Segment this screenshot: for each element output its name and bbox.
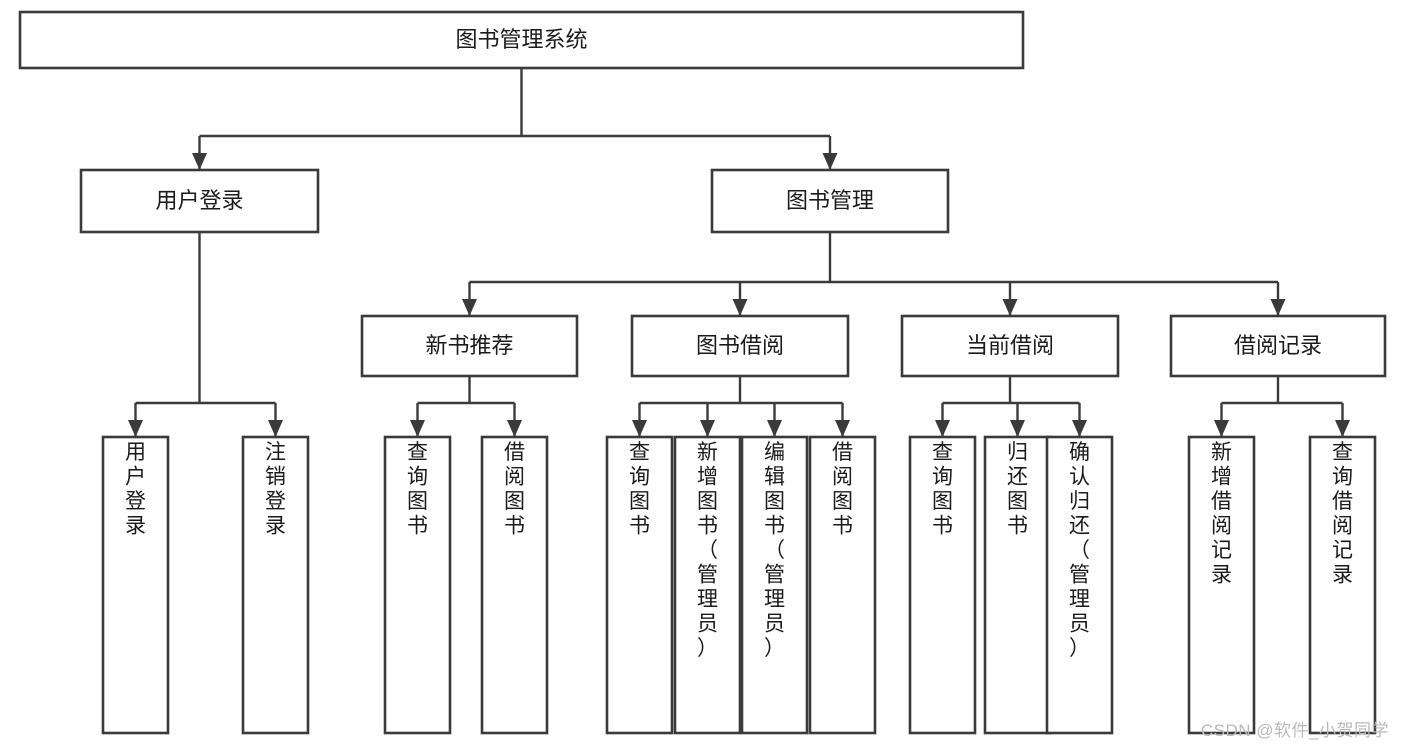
node-borrow-record[interactable]: 借阅记录: [1169, 314, 1387, 378]
arrow-head-icon: [935, 420, 950, 437]
node-leaf-logout[interactable]: 注销登录: [241, 435, 310, 735]
node-box-current-borrow: [900, 314, 1120, 378]
node-box-leaf-query-book-rec: [383, 435, 452, 735]
node-box-leaf-query-book: [605, 435, 674, 735]
node-label-leaf-logout: 注销登录: [265, 441, 286, 538]
arrow-head-icon: [268, 420, 283, 437]
node-leaf-query-book-rec[interactable]: 查询图书: [383, 435, 452, 735]
node-box-leaf-borrow-book: [808, 435, 877, 735]
node-box-leaf-logout: [241, 435, 310, 735]
arrow-head-icon: [507, 420, 522, 437]
node-label-leaf-query-book-rec: 查询图书: [407, 441, 428, 538]
arrow-head-icon: [1335, 420, 1350, 437]
node-leaf-return-book[interactable]: 归还图书: [983, 435, 1052, 735]
node-box-leaf-query-record: [1308, 435, 1377, 735]
arrow-head-icon: [1002, 299, 1018, 316]
node-leaf-borrow-book-rec[interactable]: 借阅图书: [480, 435, 549, 735]
arrow-head-icon: [732, 299, 748, 316]
node-label-leaf-add-book: 新增图书（管理员）: [697, 441, 718, 660]
node-leaf-edit-book[interactable]: 编辑图书（管理员）: [740, 435, 809, 735]
node-box-borrow-record: [1169, 314, 1387, 378]
node-user-login[interactable]: 用户登录: [79, 168, 320, 234]
node-label-book-borrow: 图书借阅: [696, 333, 784, 358]
node-label-leaf-borrow-book: 借阅图书: [832, 441, 853, 538]
node-leaf-query-book-cur[interactable]: 查询图书: [908, 435, 977, 735]
node-current-borrow[interactable]: 当前借阅: [900, 314, 1120, 378]
node-box-leaf-borrow-book-rec: [480, 435, 549, 735]
node-label-leaf-confirm-return: 确认归还（管理员）: [1069, 441, 1090, 660]
node-book-manage[interactable]: 图书管理: [710, 168, 950, 234]
node-book-borrow[interactable]: 图书借阅: [630, 314, 850, 378]
node-leaf-borrow-book[interactable]: 借阅图书: [808, 435, 877, 735]
node-layer: 图书管理系统用户登录图书管理新书推荐图书借阅当前借阅借阅记录用户登录注销登录查询…: [18, 10, 1387, 735]
arrow-head-icon: [192, 153, 207, 170]
node-box-leaf-add-record: [1187, 435, 1256, 735]
node-leaf-add-book[interactable]: 新增图书（管理员）: [673, 435, 742, 735]
node-box-leaf-add-book: [673, 435, 742, 735]
node-label-leaf-return-book: 归还图书: [1007, 441, 1028, 538]
edge-group-book-manage: [462, 232, 1286, 316]
node-label-borrow-record: 借阅记录: [1234, 333, 1322, 358]
node-box-book-manage: [710, 168, 950, 234]
node-leaf-user-login[interactable]: 用户登录: [101, 435, 170, 735]
arrow-head-icon: [1270, 299, 1286, 316]
node-label-leaf-query-book: 查询图书: [629, 441, 650, 538]
node-box-leaf-query-book-cur: [908, 435, 977, 735]
edge-group-current-borrow: [935, 376, 1087, 437]
node-root[interactable]: 图书管理系统: [18, 10, 1025, 70]
arrow-head-icon: [1214, 420, 1229, 437]
arrow-head-icon: [835, 420, 850, 437]
node-label-root: 图书管理系统: [455, 27, 587, 52]
watermark-label: CSDN @软件_小贺同学: [1200, 721, 1389, 740]
node-label-leaf-query-book-cur: 查询图书: [932, 441, 953, 538]
node-box-leaf-return-book: [983, 435, 1052, 735]
node-box-leaf-confirm-return: [1045, 435, 1114, 735]
node-box-user-login: [79, 168, 320, 234]
arrow-head-icon: [632, 420, 647, 437]
arrow-head-icon: [410, 420, 425, 437]
node-leaf-query-book[interactable]: 查询图书: [605, 435, 674, 735]
node-label-new-book-rec: 新书推荐: [425, 333, 513, 358]
node-leaf-add-record[interactable]: 新增借阅记录: [1187, 435, 1256, 735]
edge-group-user-login: [128, 232, 283, 437]
node-label-book-manage: 图书管理: [786, 188, 874, 213]
arrow-head-icon: [700, 420, 715, 437]
node-leaf-confirm-return[interactable]: 确认归还（管理员）: [1045, 435, 1114, 735]
arrow-head-icon: [462, 299, 477, 316]
arrow-head-icon: [1010, 420, 1025, 437]
edge-group-root: [192, 68, 838, 170]
node-label-current-borrow: 当前借阅: [966, 333, 1054, 358]
node-label-user-login: 用户登录: [155, 188, 243, 213]
node-label-leaf-edit-book: 编辑图书（管理员）: [764, 441, 785, 660]
connector-layer: [128, 68, 1350, 437]
arrow-head-icon: [128, 420, 143, 437]
node-leaf-query-record[interactable]: 查询借阅记录: [1308, 435, 1377, 735]
node-box-new-book-rec: [360, 314, 579, 378]
arrow-head-icon: [822, 153, 838, 170]
edge-group-book-borrow: [632, 376, 850, 437]
node-new-book-rec[interactable]: 新书推荐: [360, 314, 579, 378]
node-box-root: [18, 10, 1025, 70]
node-label-leaf-query-record: 查询借阅记录: [1332, 441, 1353, 587]
arrow-head-icon: [1072, 420, 1087, 437]
edge-group-new-book-rec: [410, 376, 522, 437]
node-label-leaf-add-record: 新增借阅记录: [1211, 441, 1232, 587]
edge-group-borrow-record: [1214, 376, 1350, 437]
arrow-head-icon: [767, 420, 782, 437]
node-label-leaf-user-login: 用户登录: [125, 441, 146, 538]
node-box-leaf-edit-book: [740, 435, 809, 735]
node-box-book-borrow: [630, 314, 850, 378]
node-label-leaf-borrow-book-rec: 借阅图书: [504, 441, 525, 538]
node-box-leaf-user-login: [101, 435, 170, 735]
